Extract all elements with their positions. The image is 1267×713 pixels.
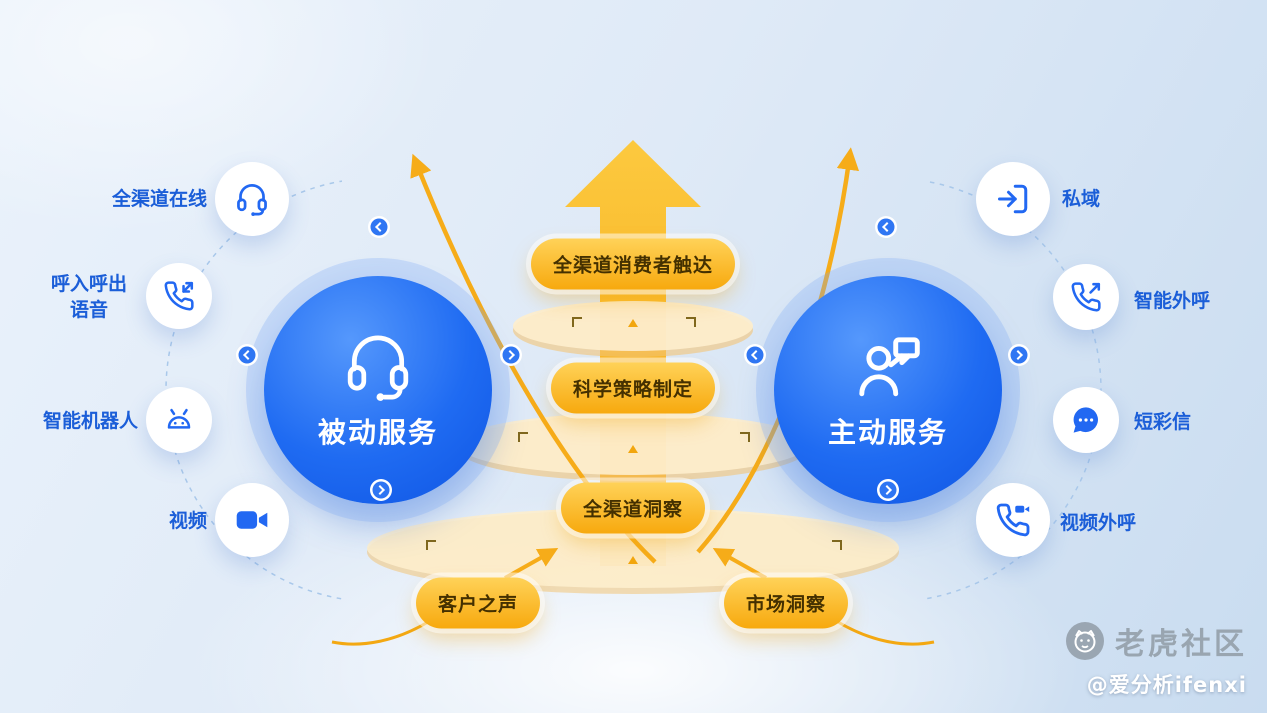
channel-label-video: 视频 bbox=[168, 510, 207, 532]
passive-service-node: 被动服务 bbox=[264, 276, 492, 504]
up-tick-icon bbox=[628, 556, 638, 564]
phone-in-out-icon bbox=[164, 281, 194, 311]
chevron-right-icon bbox=[879, 481, 897, 499]
channel-label-inbound-outbound-voice: 呼入呼出语音 bbox=[50, 273, 127, 321]
tiger-logo-icon bbox=[1065, 621, 1105, 661]
disc-corner-mark bbox=[518, 432, 528, 442]
active-service-label: 主动服务 bbox=[827, 416, 948, 449]
stage-pill-strategy: 科学策略制定 bbox=[550, 362, 716, 414]
disc-corner-mark bbox=[426, 540, 436, 550]
login-arrow-icon bbox=[998, 184, 1028, 214]
channel-node-sms-mms bbox=[1053, 387, 1119, 453]
channel-node-inbound-outbound-voice bbox=[146, 263, 212, 329]
headset-icon bbox=[347, 335, 409, 401]
chevron-left-icon bbox=[370, 218, 388, 236]
stage-pill-insight: 全渠道洞察 bbox=[560, 482, 706, 534]
watermark: 老虎社区 @爱分析ifenxi bbox=[1065, 619, 1247, 699]
stage-pill-consumer-reach: 全渠道消费者触达 bbox=[530, 238, 736, 290]
chevron-right-icon bbox=[1010, 346, 1028, 364]
chevron-left-icon bbox=[238, 346, 256, 364]
channel-label-smart-outbound-call: 智能外呼 bbox=[1134, 290, 1211, 312]
channel-node-omni-online bbox=[215, 162, 289, 236]
channel-label-sms-mms: 短彩信 bbox=[1134, 411, 1192, 433]
channel-label-private-domain: 私域 bbox=[1062, 188, 1101, 210]
disc-corner-mark bbox=[572, 317, 582, 327]
channel-node-smart-outbound-call bbox=[1053, 264, 1119, 330]
channel-node-private-domain bbox=[976, 162, 1050, 236]
channel-node-video bbox=[215, 483, 289, 557]
message-dots-icon bbox=[1073, 407, 1098, 433]
disc-corner-mark bbox=[686, 317, 696, 327]
chevron-left-icon bbox=[746, 346, 764, 364]
channel-label-video-outbound-call: 视频外呼 bbox=[1060, 512, 1137, 534]
channel-node-video-outbound-call bbox=[976, 483, 1050, 557]
up-tick-icon bbox=[628, 319, 638, 327]
source-pill-market-insight: 市场洞察 bbox=[723, 577, 849, 629]
watermark-brand: 老虎社区 bbox=[1115, 627, 1247, 662]
watermark-handle: @爱分析ifenxi bbox=[1086, 673, 1247, 697]
disc-corner-mark bbox=[740, 432, 750, 442]
robot-icon bbox=[167, 408, 191, 429]
person-chat-icon bbox=[859, 337, 920, 397]
headset-icon bbox=[237, 184, 267, 216]
passive-service-label: 被动服务 bbox=[317, 416, 438, 449]
active-service-node: 主动服务 bbox=[774, 276, 1002, 504]
video-camera-icon bbox=[236, 511, 268, 529]
chevron-right-icon bbox=[372, 481, 390, 499]
up-tick-icon bbox=[628, 445, 638, 453]
chevron-left-icon bbox=[877, 218, 895, 236]
channel-label-intelligent-robot: 智能机器人 bbox=[42, 410, 138, 432]
channel-label-omni-online: 全渠道在线 bbox=[111, 188, 207, 210]
chevron-right-icon bbox=[502, 346, 520, 364]
disc-corner-mark bbox=[832, 540, 842, 550]
video-call-icon bbox=[996, 503, 1030, 537]
source-pill-voice-of-customer: 客户之声 bbox=[415, 577, 541, 629]
phone-outgoing-icon bbox=[1071, 282, 1101, 312]
channel-node-intelligent-robot bbox=[146, 387, 212, 453]
